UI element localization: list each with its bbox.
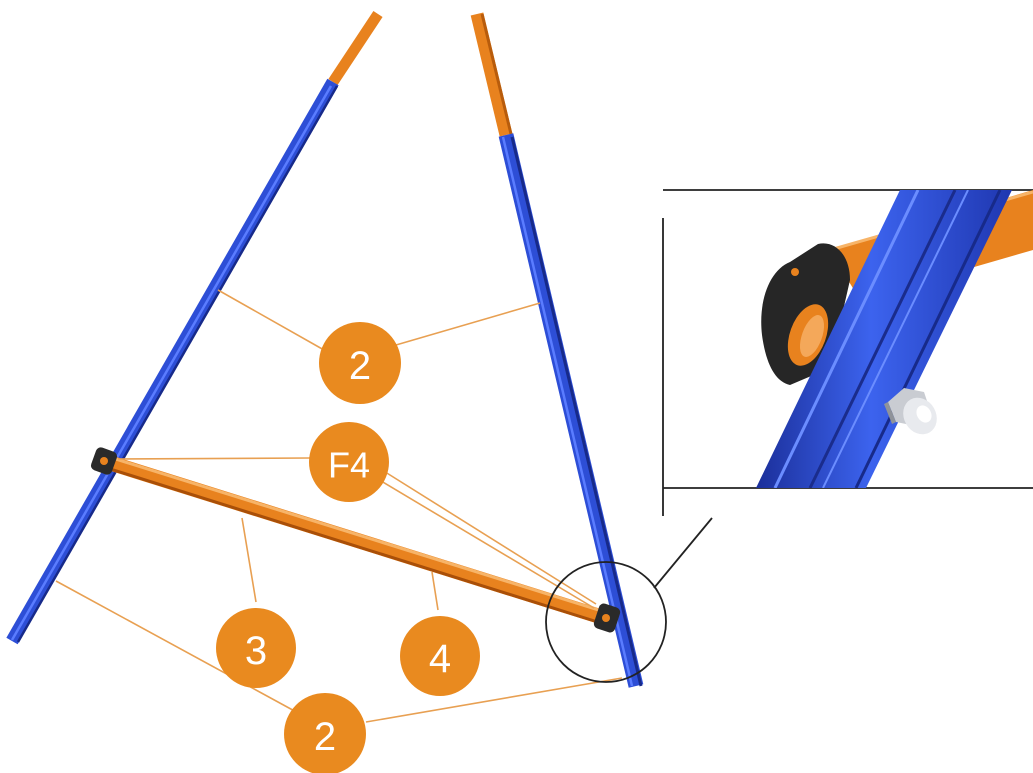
callout-bar-right: 4 (400, 616, 480, 696)
leader-f4-right (376, 478, 594, 608)
right-leg-orange-top (477, 14, 506, 135)
callout-bar-left-label: 3 (245, 629, 267, 673)
leader-f4-left (118, 458, 310, 459)
callout-lower-leg: 2 (284, 693, 366, 773)
left-leg-orange-top (333, 14, 378, 82)
leader-upper-2-left (218, 290, 324, 350)
detail-pointer-line (654, 518, 712, 588)
left-leg-shadow (18, 86, 337, 642)
leader-upper-2-right (396, 303, 540, 345)
callout-lower-leg-label: 2 (314, 715, 336, 759)
callout-connector: F4 (309, 422, 389, 502)
leader-3 (242, 518, 256, 602)
callout-bar-left: 3 (216, 608, 296, 688)
left-leg-highlight (12, 86, 331, 640)
leader-4 (432, 572, 438, 610)
leader-lower-2-right (366, 678, 622, 722)
callout-upper-leg: 2 (319, 322, 401, 404)
callout-bar-right-label: 4 (429, 637, 451, 681)
callout-connector-label: F4 (328, 445, 370, 486)
callout-upper-leg-label: 2 (349, 344, 371, 388)
detail-inset (663, 190, 1033, 516)
left-leg (12, 14, 378, 642)
